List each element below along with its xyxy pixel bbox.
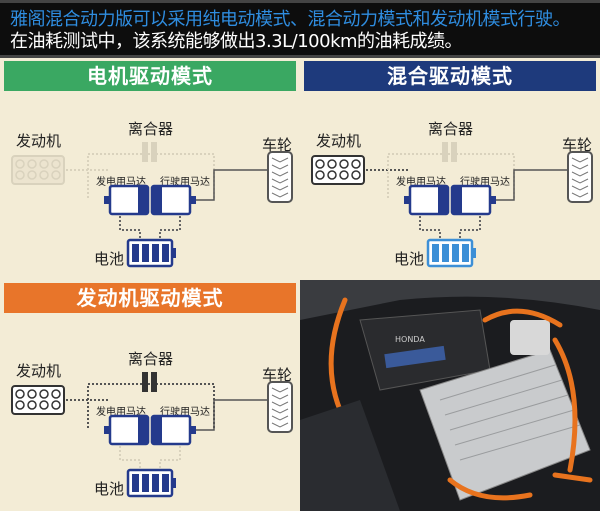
caption-line-1: 雅阁混合动力版可以采用纯电动模式、混合动力模式和发动机模式行驶。	[10, 9, 571, 30]
drive-motor-label: 行驶用马达	[160, 407, 210, 418]
engine-icon	[311, 155, 365, 185]
clutch-label: 离合器	[428, 120, 474, 138]
generator-motor-label: 发电用马达	[96, 407, 146, 418]
drive-shaft-line	[196, 399, 268, 431]
engine-label: 发动机	[316, 132, 362, 150]
wheel-icon	[267, 151, 293, 203]
mode-title: 电机驱动模式	[4, 61, 296, 91]
drive-shaft-line	[496, 169, 568, 201]
drive-motor-icon	[450, 184, 496, 216]
battery-icon	[426, 238, 476, 268]
clutch-label: 离合器	[128, 120, 174, 138]
generator-motor-icon	[104, 414, 150, 446]
wheel-label: 车轮	[562, 136, 593, 154]
generator-motor-label: 发电用马达	[396, 177, 446, 188]
panel-engine-mode: 发动机驱动模式 离合器 发动机 车轮 发电用马达 行驶用马达 电池	[0, 280, 300, 511]
caption-line-2: 在油耗测试中，该系统能够做出3.3L/100km的油耗成绩。	[10, 31, 463, 52]
clutch-label: 离合器	[128, 350, 174, 368]
wheel-label: 车轮	[262, 136, 293, 154]
drive-motor-icon	[150, 414, 196, 446]
battery-label: 电池	[94, 480, 125, 498]
generator-motor-icon	[104, 184, 150, 216]
clutch-icon	[442, 142, 457, 162]
drive-shaft-line	[196, 169, 268, 201]
battery-icon	[126, 468, 176, 498]
generator-motor-label: 发电用马达	[96, 177, 146, 188]
drive-motor-icon	[150, 184, 196, 216]
battery-icon	[126, 238, 176, 268]
drive-motor-label: 行驶用马达	[460, 177, 510, 188]
panel-electric-mode: 电机驱动模式 离合器 发动机 车轮 发电用马达 行驶用马达 电池	[0, 58, 300, 280]
battery-label: 电池	[94, 250, 125, 268]
engine-bay-photo: HONDA	[300, 280, 600, 511]
mode-title: 混合驱动模式	[304, 61, 596, 91]
wheel-label: 车轮	[262, 366, 293, 384]
wheel-icon	[567, 151, 593, 203]
battery-label: 电池	[394, 250, 425, 268]
engine-photo-illustration: HONDA	[300, 280, 600, 511]
engine-label: 发动机	[16, 362, 62, 380]
caption-bar: 雅阁混合动力版可以采用纯电动模式、混合动力模式和发动机模式行驶。 在油耗测试中，…	[0, 0, 600, 58]
clutch-icon	[142, 372, 157, 392]
engine-label: 发动机	[16, 132, 62, 150]
panel-hybrid-mode: 混合驱动模式 离合器 发动机 车轮 发电用马达 行驶用马达 电池	[300, 58, 600, 280]
clutch-icon	[142, 142, 157, 162]
wheel-icon	[267, 381, 293, 433]
generator-motor-icon	[404, 184, 450, 216]
honda-logo-text: HONDA	[395, 335, 425, 344]
engine-icon	[11, 155, 65, 185]
engine-icon	[11, 385, 65, 415]
drive-motor-label: 行驶用马达	[160, 177, 210, 188]
mode-title: 发动机驱动模式	[4, 283, 296, 313]
